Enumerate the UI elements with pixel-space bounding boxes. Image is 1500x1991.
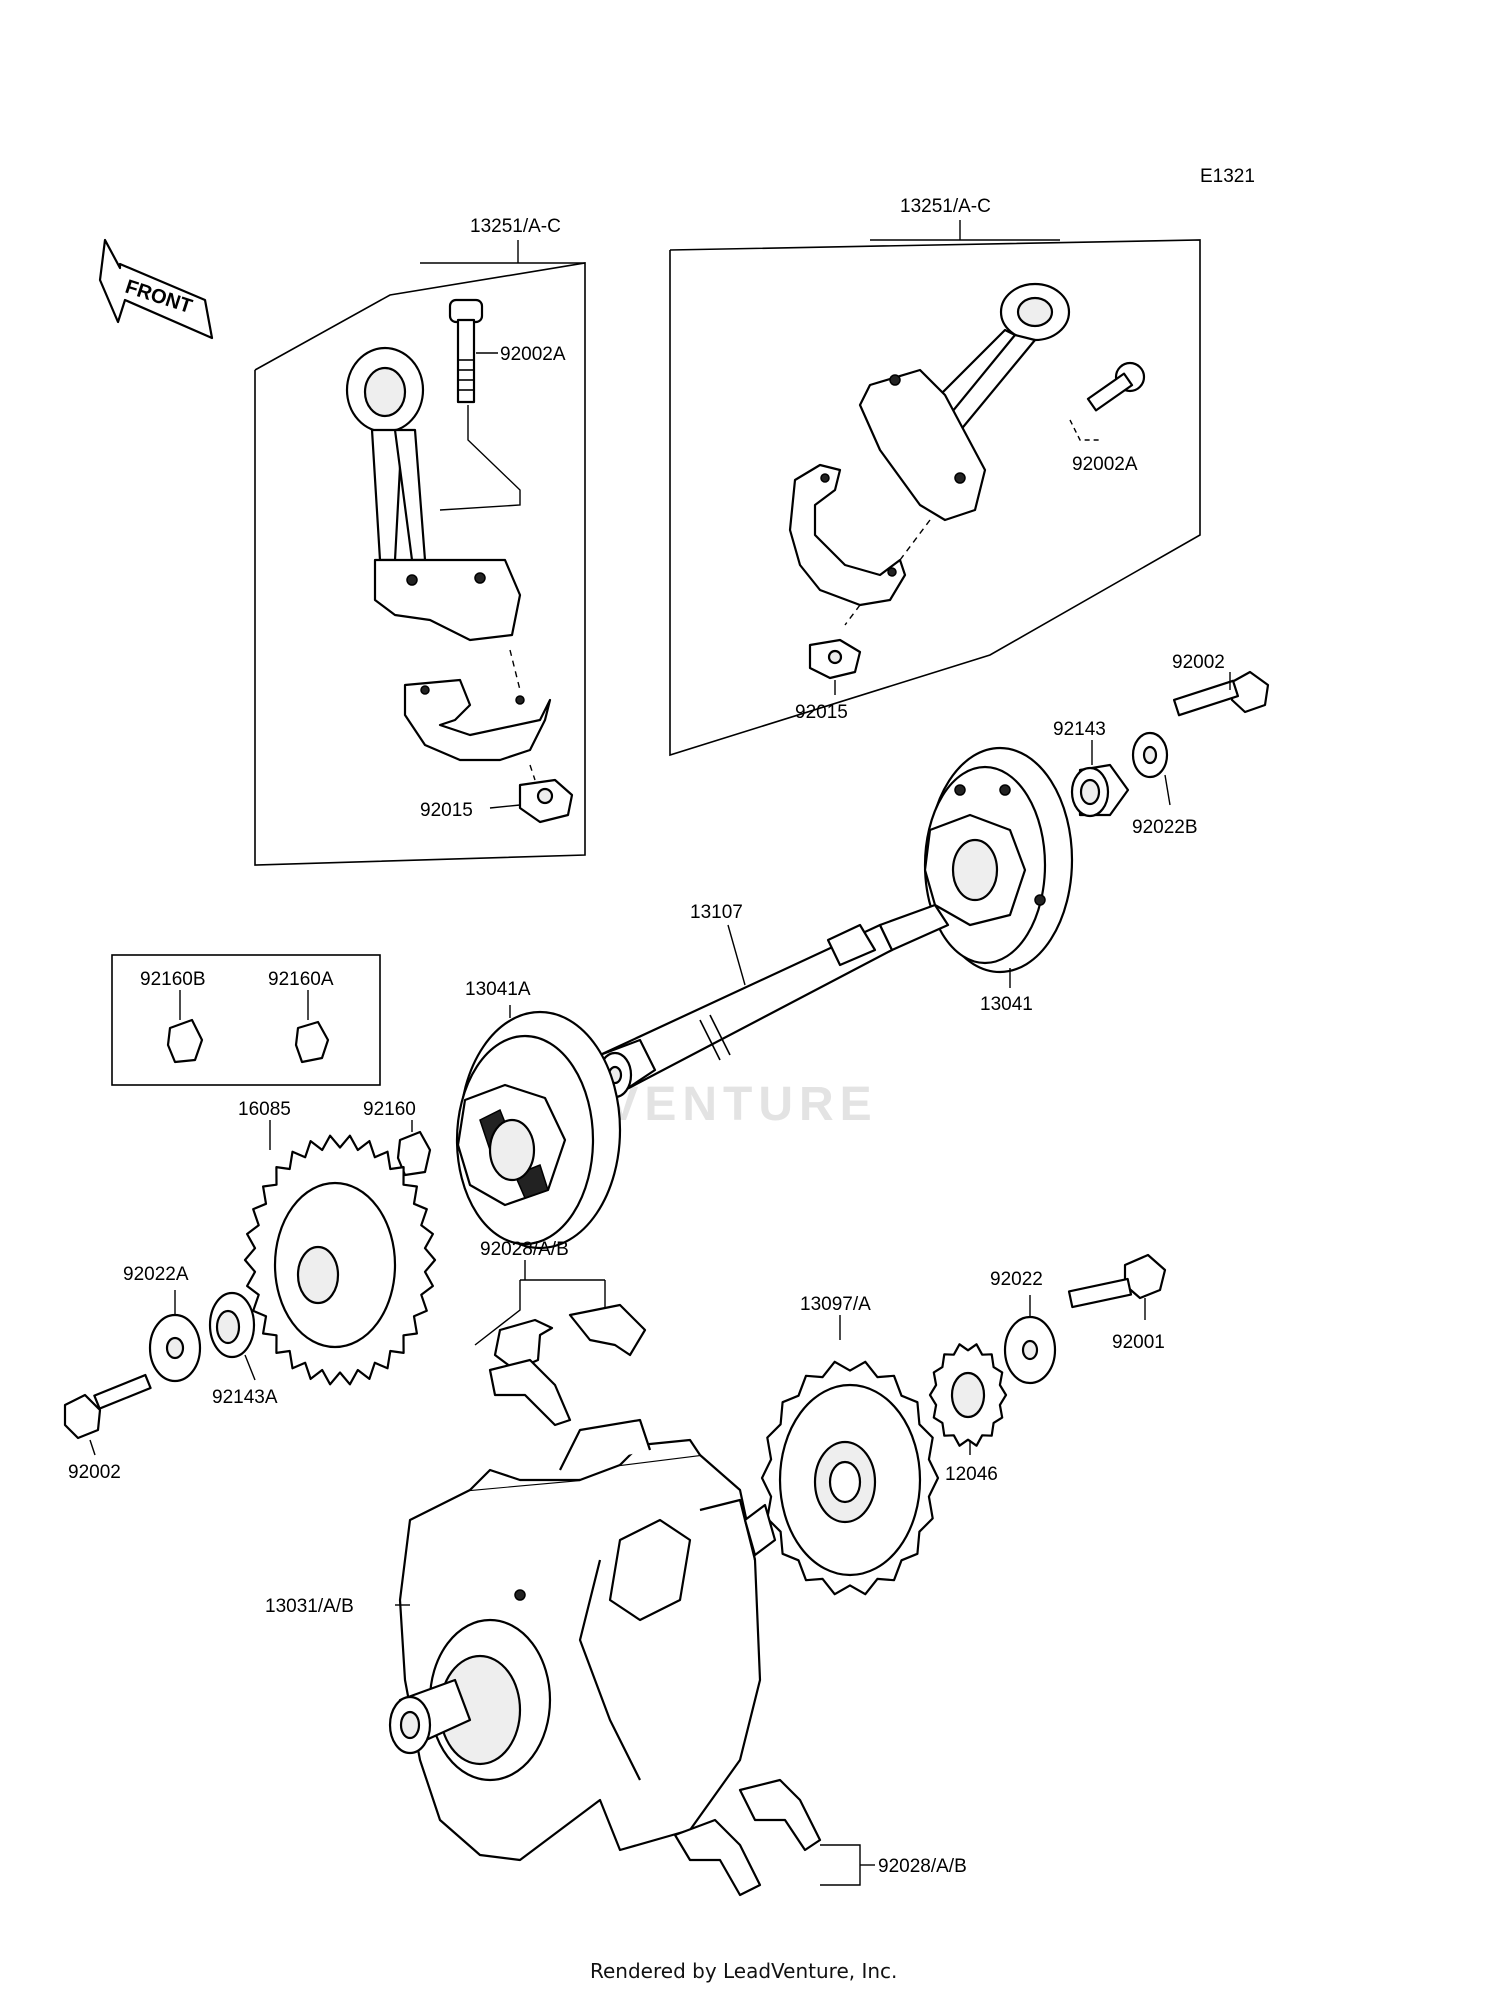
label-washer-right: 92022B — [1132, 817, 1198, 838]
hub-left — [455, 1010, 622, 1250]
label-shaft: 13107 — [690, 902, 743, 923]
label-bolt-right-bottom: 92001 — [1112, 1332, 1165, 1353]
label-nut-right: 92015 — [795, 702, 848, 723]
washer-small — [1003, 1315, 1057, 1385]
shaft — [597, 903, 950, 1099]
label-hub-right: 13041 — [980, 994, 1033, 1015]
label-bearing-upper: 92028/A/B — [480, 1239, 569, 1260]
label-damper: 92160 — [363, 1099, 416, 1120]
bearing-upper — [474, 1260, 647, 1427]
conrod-left-group: 13251/A-C 92002A — [254, 216, 586, 866]
label-washer-left: 92022A — [123, 1264, 189, 1285]
gear — [760, 1360, 940, 1596]
conrod-left — [345, 346, 522, 642]
label-gear-small: 12046 — [945, 1464, 998, 1485]
bolt-right-bottom — [1067, 1253, 1167, 1309]
label-sprocket: 16085 — [238, 1099, 291, 1120]
collar-left — [208, 1291, 256, 1359]
label-conrod-left: 13251/A-C — [470, 216, 561, 237]
crankshaft — [388, 1418, 777, 1862]
washer-left — [148, 1313, 202, 1383]
conrod-cap-right — [788, 463, 907, 607]
label-washer-small: 92022 — [990, 1269, 1043, 1290]
gear-small — [928, 1343, 1008, 1447]
damper-box: 92160B 92160A — [111, 954, 381, 1086]
conrod-right-group: 13251/A-C 92002A 92015 — [669, 196, 1201, 757]
damper-b — [166, 1018, 204, 1064]
damper-a — [294, 1020, 330, 1064]
conrod-cap-left — [403, 678, 552, 762]
footer-credit: Rendered by LeadVenture, Inc. — [590, 1959, 897, 1983]
damper — [396, 1130, 432, 1177]
label-damper-a: 92160A — [268, 969, 334, 990]
label-conrod-right: 13251/A-C — [900, 196, 991, 217]
diagram-code: E1321 — [1200, 166, 1255, 187]
bolt-left-bottom — [63, 1373, 152, 1440]
label-crankshaft: 13031/A/B — [265, 1596, 354, 1617]
washer-right — [1131, 731, 1169, 779]
label-bolt-left: 92002A — [500, 344, 566, 365]
bolt-top-right — [1172, 670, 1270, 717]
nut-right — [808, 638, 862, 680]
conrod-right — [858, 282, 1071, 522]
label-damper-b: 92160B — [140, 969, 206, 990]
bolt-right — [1086, 361, 1146, 412]
label-gear: 13097/A — [800, 1294, 871, 1315]
bearing-lower — [673, 1778, 875, 1897]
label-bearing-lower: 92028/A/B — [878, 1856, 967, 1877]
label-collar-right: 92143 — [1053, 719, 1106, 740]
label-nut-left: 92015 — [420, 800, 473, 821]
label-bolt-left-bottom: 92002 — [68, 1462, 121, 1483]
hub-right — [923, 746, 1074, 974]
front-arrow-icon: FRONT — [98, 238, 214, 340]
label-collar-left: 92143A — [212, 1387, 278, 1408]
nut-left — [518, 778, 574, 824]
bolt-left — [448, 298, 484, 404]
label-hub-left: 13041A — [465, 979, 531, 1000]
label-bolt-top-right: 92002 — [1172, 652, 1225, 673]
label-bolt-right: 92002A — [1072, 454, 1138, 475]
sprocket — [243, 1134, 437, 1386]
collar-right — [1070, 763, 1130, 818]
